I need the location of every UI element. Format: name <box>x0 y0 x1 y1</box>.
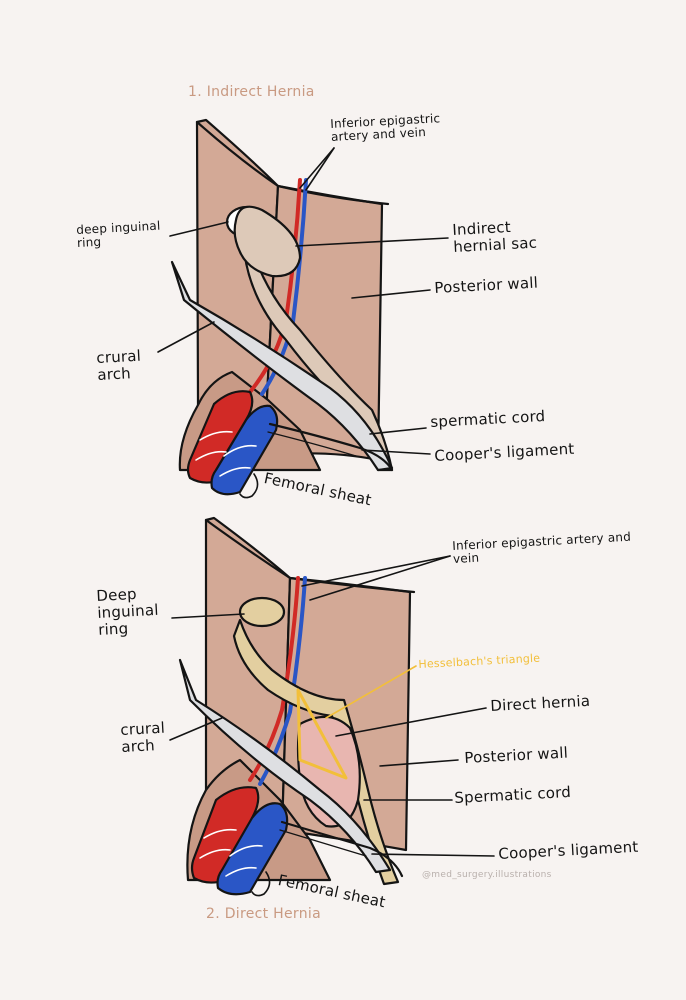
leader-epigastric-2 <box>309 555 451 601</box>
leader-direct-hernia <box>335 707 487 737</box>
leader-spermatic-cord <box>369 427 427 435</box>
vessel-stripe <box>229 844 263 857</box>
femoral-sheat-bracket <box>251 871 271 897</box>
vessel-stripe <box>199 848 231 859</box>
label-deep-inguinal-ring: deep inguinal ring <box>75 218 161 250</box>
spermatic-cord <box>232 618 400 886</box>
femoral-sheat-bracket <box>239 473 259 499</box>
posterior-wall-top-edge <box>195 120 390 206</box>
vessel-stripe <box>225 866 257 877</box>
leader-hesselbach <box>325 665 417 719</box>
leader-sac <box>295 237 449 247</box>
leader-epigastric <box>299 147 335 189</box>
leader-epigastric <box>301 555 451 587</box>
leader-crural-arch <box>157 321 215 353</box>
vessel-stripe <box>199 430 233 441</box>
hesselbachs-triangle <box>296 688 348 780</box>
label-crural-arch: crural arch <box>95 346 142 384</box>
indirect-hernia-diagram <box>157 118 449 499</box>
leader-deep-ring <box>171 613 245 619</box>
direct-hernia-title: 2. Direct Hernia <box>206 906 321 922</box>
leader-coopers <box>371 853 495 857</box>
label-deep-inguinal-ring: Deep inguinal ring <box>95 584 160 639</box>
label-crural-arch: crural arch <box>119 718 166 756</box>
coopers-ligament-inner <box>279 829 367 857</box>
posterior-wall-top-edge <box>204 518 416 594</box>
indirect-hernia-title: 1. Indirect Hernia <box>188 84 315 100</box>
vessel-stripe <box>195 450 227 461</box>
indirect-hernial-sac <box>233 205 302 278</box>
label-indirect-hernial-sac: Indirect hernial sac <box>451 217 538 256</box>
leader-posterior-wall <box>351 289 431 299</box>
direct-hernia-diagram <box>169 516 495 897</box>
leader-coopers <box>361 449 431 455</box>
crural-arch <box>178 658 392 874</box>
vessel-stripe <box>203 828 237 839</box>
artist-credit: @med_surgery.illustrations <box>422 870 552 880</box>
vessel-stripe <box>223 444 257 457</box>
vessel-stripe <box>219 466 251 477</box>
leader-epigastric-2 <box>305 147 335 191</box>
leader-posterior-wall <box>379 759 459 767</box>
coopers-ligament-inner <box>267 431 357 457</box>
crural-arch <box>170 260 394 472</box>
coopers-ligament <box>280 820 404 878</box>
leader-deep-ring <box>169 221 229 237</box>
deep-inguinal-ring <box>238 596 286 628</box>
leader-crural-arch <box>169 717 223 741</box>
coopers-ligament <box>268 422 394 472</box>
